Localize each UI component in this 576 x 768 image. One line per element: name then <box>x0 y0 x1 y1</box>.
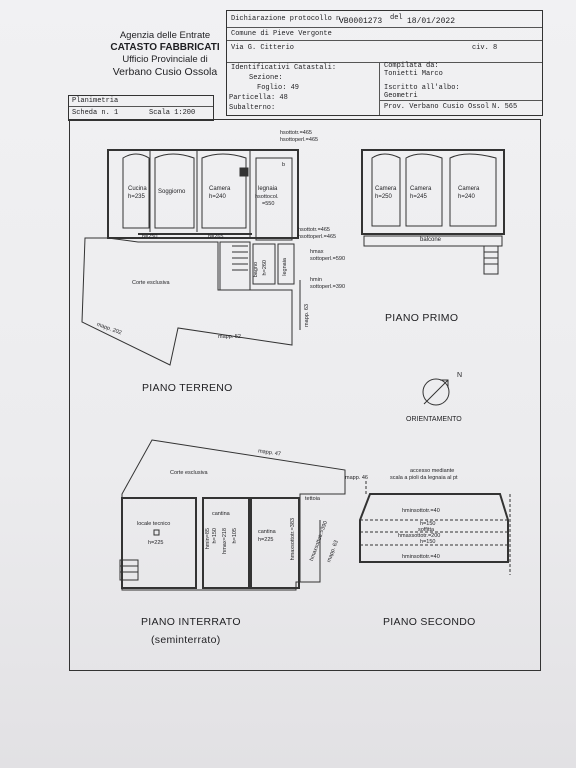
room-bagno: bagno <box>253 262 259 278</box>
hmax-200: hmaxsottotr.=200 <box>398 533 441 539</box>
hsottoperl-465-top: hsottoperl.=465 <box>280 137 319 143</box>
room-cucina-height: h=235 <box>128 194 145 200</box>
declaration-box: Dichiarazione protocollo n. VB0001273 de… <box>226 10 543 116</box>
room-legnaia: legnaia <box>258 186 278 192</box>
p1-camera-1-height: h=250 <box>375 194 392 200</box>
height-265: h=265 <box>208 234 224 240</box>
hsottotr-465-top: hsottotr.=465 <box>280 130 312 136</box>
sottoperl-590: sottoperl.=590 <box>310 256 346 262</box>
soffitta-label: soffitta <box>418 527 435 533</box>
protocol-date: 18/01/2022 <box>407 17 456 26</box>
civico: civ. 8 <box>472 44 498 52</box>
accesso-label: accesso mediante <box>410 468 455 474</box>
seminterrato-label: (seminterrato) <box>151 634 221 646</box>
mapp-46: mapp. 46 <box>345 475 368 481</box>
first-floor-plan <box>361 149 505 275</box>
planimetria-title: Planimetria <box>72 97 119 105</box>
p1-camera-3-height: h=240 <box>458 194 475 200</box>
cantina-2: cantina <box>258 529 276 535</box>
h-150: h=150 <box>212 528 218 544</box>
marker-b-ground: b <box>282 162 286 168</box>
scheda-label: Scheda n. 1 <box>72 109 119 117</box>
agency-header: Agenzia delle Entrate CATASTO FABBRICATI… <box>70 30 260 78</box>
first-floor-title: PIANO PRIMO <box>385 312 459 324</box>
h-150-top: h=150 <box>420 521 436 527</box>
cantina-2-height: h=225 <box>258 537 274 543</box>
albo-value: Geometri <box>384 92 418 100</box>
hmin-85: hmin=85 <box>205 528 211 550</box>
p1-camera-1: Camera <box>375 186 397 192</box>
mapp-63-ground: mapp. 63 <box>304 304 310 327</box>
particella: Particella: 48 <box>229 94 288 102</box>
legnaia-height-label: hsottocol. <box>255 194 279 200</box>
prov-label: Prov. Verbano Cusio Ossol <box>384 103 490 111</box>
room-cucina: Cucina <box>128 186 147 192</box>
north-compass <box>422 378 450 406</box>
room-soggiorno: Soggiorno <box>158 189 186 195</box>
mapp-52: mapp. 52 <box>218 334 241 340</box>
hmin-40-top: hminsottotr.=40 <box>402 508 440 514</box>
drawing-frame <box>69 119 541 671</box>
corte-esclusiva-ground: Corte esclusiva <box>132 280 170 286</box>
room-bagno-height: h=260 <box>262 260 268 276</box>
prov-number: N. 565 <box>492 103 518 111</box>
hsottotr-465-mid: hsottotr.=465 <box>298 227 330 233</box>
protocol-number: VB0001273 <box>339 17 383 26</box>
office-label: Ufficio Provinciale di <box>122 54 208 65</box>
agency-name: Agenzia delle Entrate <box>119 30 211 41</box>
p1-camera-3: Camera <box>458 186 480 192</box>
scala-label: Scala 1:200 <box>149 109 196 117</box>
tettoia-label: tettoia <box>305 496 320 502</box>
second-floor-plan <box>359 480 511 575</box>
hmin-label: hmin <box>310 277 322 283</box>
locale-tecnico-height: h=225 <box>148 540 164 546</box>
del-label: del <box>390 14 403 22</box>
planimetria-box: Planimetria Scheda n. 1 Scala 1:200 <box>68 95 214 121</box>
basement-title: PIANO INTERRATO <box>141 616 241 628</box>
h-150-bottom: h=150 <box>420 539 436 545</box>
ident-title: Identificativi Catastali: <box>231 64 337 72</box>
via: Via G. Citterio <box>231 44 295 52</box>
legnaia-height-value: =550 <box>262 201 275 207</box>
p1-camera-2-height: h=245 <box>410 194 427 200</box>
compiler-name: Tonietti Marco <box>384 70 443 78</box>
locale-tecnico: locale tecnico <box>137 521 171 527</box>
basement-plan <box>119 439 346 591</box>
subalterno: Subalterno: <box>229 104 276 112</box>
h-105: h=105 <box>232 528 238 544</box>
corte-esclusiva-basement: Corte esclusiva <box>170 470 208 476</box>
province-name: Verbano Cusio Ossola <box>112 66 218 78</box>
orientation-label: ORIENTAMENTO <box>406 416 462 423</box>
balcone-label: balcone <box>420 237 442 243</box>
hmax-label: hmax <box>310 249 324 255</box>
scala-label: scala a pioli da legnaia al pt <box>390 475 458 481</box>
north-label: N <box>457 372 463 379</box>
height-250: h=250 <box>142 234 158 240</box>
iscritto-label: Iscritto all'albo: <box>384 84 460 92</box>
hsottoperl-465-mid: hsottoperl.=465 <box>298 234 337 240</box>
hmin-40-bottom: hminsottotr.=40 <box>402 554 440 560</box>
sezione: Sezione: <box>249 74 283 82</box>
room-camera-ground: Camera <box>209 186 231 192</box>
foglio: Foglio: 49 <box>257 84 300 92</box>
cantina-1: cantina <box>212 511 230 517</box>
ground-floor-plan <box>81 149 301 366</box>
p1-camera-2: Camera <box>410 186 432 192</box>
room-camera-ground-height: h=240 <box>209 194 226 200</box>
second-floor-title: PIANO SECONDO <box>383 616 476 628</box>
hmax-218: hmax=218 <box>222 528 228 554</box>
sottoperl-390: sottoperl.=390 <box>310 284 346 290</box>
compilata-label: Compilata da: <box>384 62 439 70</box>
legnaia-side-label: legnaia <box>282 258 288 276</box>
hmax-383: hmaxsottotr.=383 <box>290 518 296 561</box>
comune: Comune di Pieve Vergonte <box>231 30 332 38</box>
protocol-label: Dichiarazione protocollo n. <box>231 15 345 23</box>
catasto-title: CATASTO FABBRICATI <box>110 42 220 53</box>
ground-floor-title: PIANO TERRENO <box>142 382 233 394</box>
